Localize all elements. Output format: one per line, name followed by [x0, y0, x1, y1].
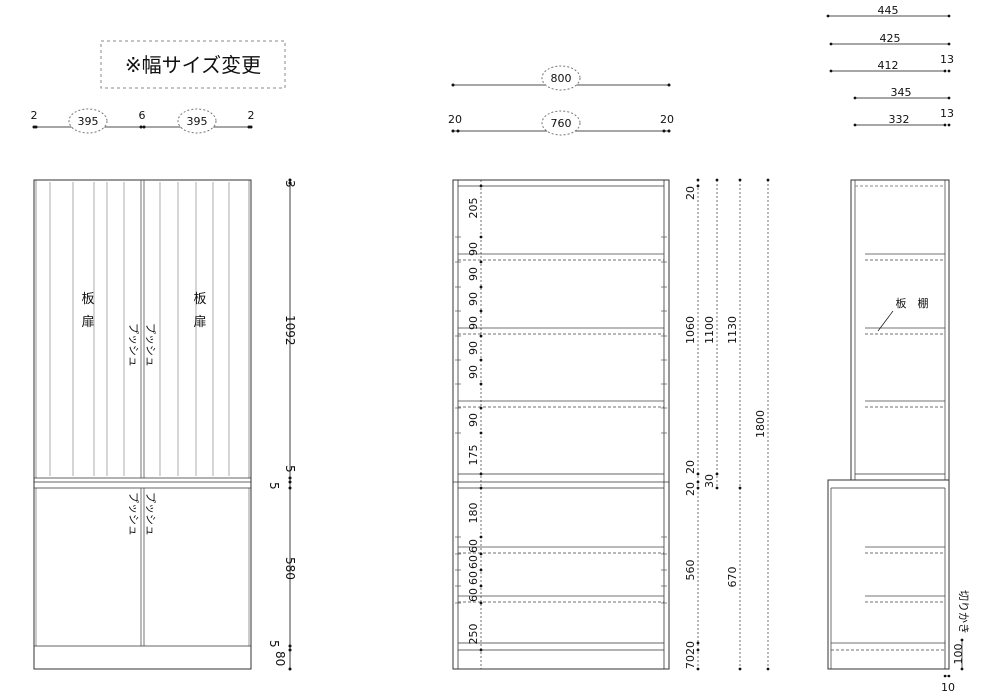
section-dim-1130: 1130 — [726, 316, 739, 344]
front-label-ita-right: 板 — [193, 292, 206, 307]
section-dim-60-1: 60 — [467, 539, 480, 553]
side-dim-345: 345 — [891, 86, 912, 99]
side-shelf-label: 板 棚 — [896, 296, 929, 310]
section-dim-20-right: 20 — [660, 113, 674, 126]
section-dim-90-6: 90 — [467, 365, 480, 379]
front-dim-1092: 1092 — [283, 315, 297, 346]
side-notch-label: 切りかき — [957, 590, 970, 634]
side-dim-100: 100 — [952, 644, 965, 665]
front-push-lower-left: プッシュ — [127, 492, 140, 536]
section-dim-760: 760 — [551, 117, 572, 130]
section-dim-180: 180 — [467, 503, 480, 524]
section-dim-250: 250 — [467, 624, 480, 645]
side-dim-445: 445 — [878, 4, 899, 17]
section-dim-20-left: 20 — [448, 113, 462, 126]
front-view: 2 395 6 395 2 板 扉 板 — [31, 108, 297, 671]
section-view: 800 20 760 20 — [448, 65, 770, 671]
section-dim-30: 30 — [703, 474, 716, 488]
section-dim-70: 70 — [684, 655, 697, 669]
front-push-upper-right: プッシュ — [144, 323, 157, 367]
section-dim-20-d: 20 — [684, 641, 697, 655]
section-dim-20-b: 20 — [684, 460, 697, 474]
front-push-upper-left: プッシュ — [127, 323, 140, 367]
front-label-tobira-left: 扉 — [81, 314, 94, 330]
side-view: 445 425 412 13 345 332 13 板 棚 切りかき — [826, 4, 970, 694]
section-dim-670: 670 — [726, 567, 739, 588]
section-dim-60-2: 60 — [467, 555, 480, 569]
section-dim-20-a: 20 — [684, 186, 697, 200]
section-dim-1060: 1060 — [684, 316, 697, 344]
side-dim-13-b: 13 — [940, 107, 954, 120]
front-dim-5c: 5 — [267, 640, 281, 648]
section-dim-90-1: 90 — [467, 242, 480, 256]
front-dim-5b: 5 — [267, 482, 281, 490]
front-dim-80: 80 — [273, 651, 287, 666]
section-dim-90-7: 90 — [467, 413, 480, 427]
section-dim-60-4: 60 — [467, 588, 480, 602]
note-box: ※幅サイズ変更 — [100, 40, 286, 89]
side-dim-425: 425 — [880, 32, 901, 45]
side-dim-13-a: 13 — [940, 53, 954, 66]
section-dim-20-c: 20 — [684, 482, 697, 496]
section-dim-90-4: 90 — [467, 316, 480, 330]
front-dim-395-right: 395 — [187, 115, 208, 128]
section-dim-175: 175 — [467, 445, 480, 466]
front-dim-2-left: 2 — [31, 109, 38, 122]
front-dim-2-right: 2 — [248, 109, 255, 122]
section-dim-1800: 1800 — [754, 410, 767, 438]
section-dim-1100: 1100 — [703, 316, 716, 344]
section-dim-205: 205 — [467, 198, 480, 219]
side-dim-332: 332 — [889, 113, 910, 126]
section-dim-560: 560 — [684, 560, 697, 581]
section-dim-800: 800 — [551, 72, 572, 85]
section-dim-60-3: 60 — [467, 571, 480, 585]
front-dim-5a: 5 — [283, 465, 297, 473]
section-dim-90-2: 90 — [467, 267, 480, 281]
front-push-lower-right: プッシュ — [144, 492, 157, 536]
side-dim-10: 10 — [941, 681, 955, 694]
front-dim-3: 3 — [283, 180, 297, 188]
section-dim-90-3: 90 — [467, 292, 480, 306]
front-dim-395-left: 395 — [78, 115, 99, 128]
front-label-ita-left: 板 — [81, 292, 94, 307]
front-dim-6: 6 — [139, 109, 146, 122]
front-dim-580: 580 — [283, 557, 297, 580]
section-dim-90-5: 90 — [467, 341, 480, 355]
side-dim-412: 412 — [878, 59, 899, 72]
note-text: ※幅サイズ変更 — [125, 53, 261, 77]
front-label-tobira-right: 扉 — [193, 314, 206, 330]
